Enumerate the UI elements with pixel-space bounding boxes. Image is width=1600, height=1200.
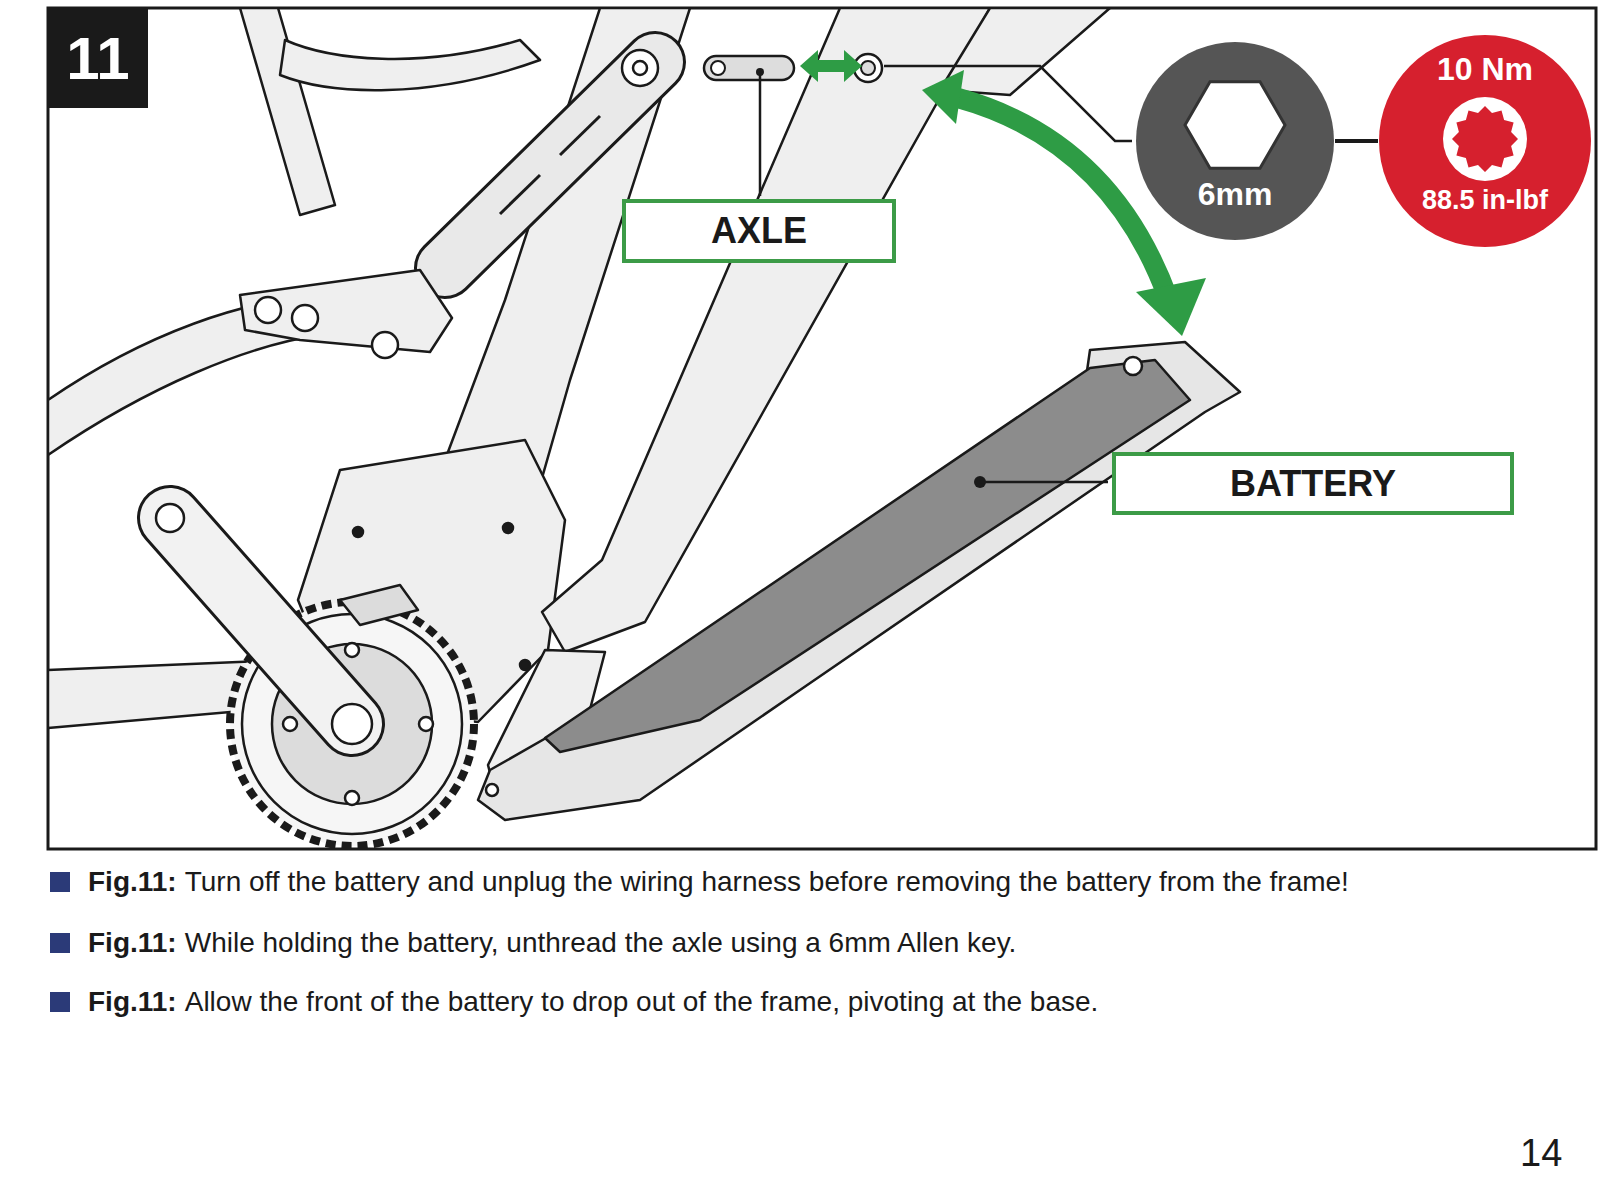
leader-line bbox=[759, 72, 762, 196]
chainring-bolt bbox=[283, 717, 297, 731]
rear-strut bbox=[280, 40, 540, 90]
housing-bolt bbox=[353, 527, 363, 537]
instruction-text: While holding the battery, unthread the … bbox=[185, 927, 1017, 958]
caption-line: Fig.11: Allow the front of the battery to… bbox=[88, 984, 1588, 1020]
connector-line bbox=[1335, 139, 1378, 143]
figure-frame bbox=[48, 8, 1596, 849]
torque-circle bbox=[1379, 35, 1591, 247]
pedal-hole bbox=[156, 504, 184, 532]
housing-bolt bbox=[503, 523, 513, 533]
battery-swing-arrow bbox=[958, 98, 1168, 298]
battery-pivot-bolt bbox=[486, 784, 498, 796]
link-bolt bbox=[255, 297, 281, 323]
shock-ring bbox=[500, 175, 540, 214]
axle-bolt-hole-inner bbox=[861, 61, 875, 75]
crank-outline bbox=[170, 518, 352, 724]
arrowhead bbox=[1136, 278, 1206, 336]
chainring-bolt bbox=[345, 643, 359, 657]
bullet bbox=[50, 933, 70, 953]
bullet bbox=[50, 992, 70, 1012]
leader-line bbox=[884, 66, 1132, 141]
figure-number-text: 11 bbox=[66, 24, 129, 93]
figure-reference: Fig.11: bbox=[88, 986, 177, 1017]
torque-circle: 10 Nm 88.5 in-lbf bbox=[1378, 34, 1592, 248]
hex-key-symbol bbox=[1185, 82, 1285, 169]
tool-size-circle: 6mm bbox=[1135, 41, 1335, 241]
chainring-bolt bbox=[345, 791, 359, 805]
bike-frame bbox=[48, 8, 1240, 846]
arrowhead bbox=[922, 70, 964, 124]
figure-reference: Fig.11: bbox=[88, 927, 177, 958]
caption-line: Fig.11: While holding the battery, unthre… bbox=[88, 925, 1588, 961]
instruction-text: Allow the front of the battery to drop o… bbox=[185, 986, 1099, 1017]
callout-label: AXLE bbox=[711, 210, 807, 252]
link-bolt bbox=[372, 332, 398, 358]
instruction-text: Turn off the battery and unplug the wiri… bbox=[185, 866, 1349, 897]
figure-number: 11 bbox=[48, 8, 148, 108]
chainring-bolt bbox=[419, 717, 433, 731]
crank-bolt bbox=[332, 704, 372, 744]
callout-label: BATTERY bbox=[1230, 463, 1396, 505]
torque-value: 10 Nm bbox=[1378, 52, 1592, 87]
callout-box: BATTERY bbox=[1112, 452, 1514, 515]
battery-shell bbox=[478, 342, 1240, 820]
shock-eye bbox=[622, 50, 658, 86]
caption-line: Fig.11: Turn off the battery and unplug t… bbox=[88, 864, 1588, 900]
head-tube-area bbox=[940, 8, 1110, 95]
axle-pin bbox=[704, 56, 794, 80]
crank-arm bbox=[170, 518, 352, 724]
shock-bolt bbox=[633, 61, 647, 75]
axle-move-arrow bbox=[800, 50, 862, 82]
rocker-link bbox=[240, 270, 452, 352]
socket-symbol bbox=[1452, 106, 1518, 172]
leader-line bbox=[980, 481, 1108, 484]
tool-circle bbox=[1136, 42, 1334, 240]
battery-axle-hole bbox=[1124, 357, 1142, 375]
connector bbox=[1335, 141, 1378, 142]
shock-ring bbox=[560, 116, 600, 155]
seat-stay bbox=[240, 8, 335, 215]
bullet bbox=[50, 872, 70, 892]
battery-body bbox=[545, 360, 1190, 752]
figure-reference: Fig.11: bbox=[88, 866, 177, 897]
link-bolt bbox=[292, 305, 318, 331]
torque-value: 88.5 in-lbf bbox=[1378, 186, 1592, 216]
housing-bolt bbox=[520, 660, 530, 670]
tool-size: 6mm bbox=[1135, 177, 1335, 212]
page-number-text: 14 bbox=[1520, 1132, 1562, 1174]
page-number: 14 bbox=[1520, 1132, 1562, 1175]
socket-ring bbox=[1443, 97, 1527, 181]
leader-dot bbox=[756, 68, 764, 76]
axle-hex-end bbox=[711, 61, 725, 75]
callout-box: AXLE bbox=[622, 199, 896, 263]
chain-guide bbox=[340, 585, 418, 625]
